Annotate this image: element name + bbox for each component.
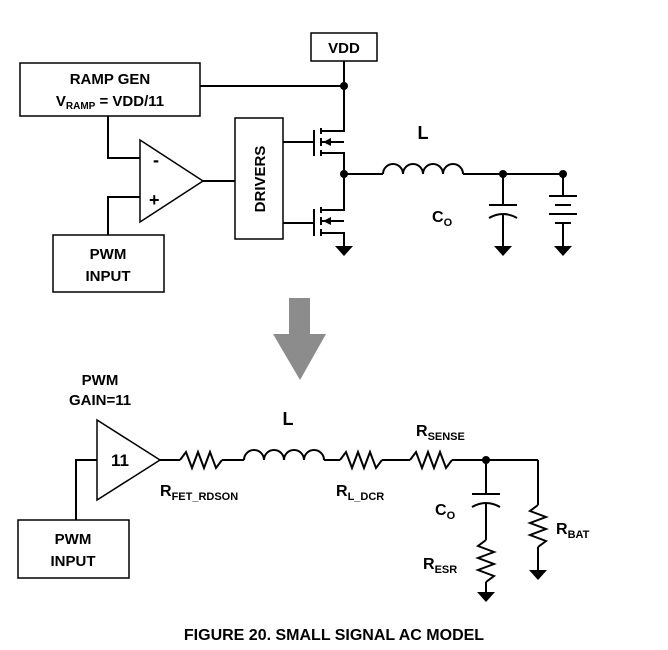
r-bat-label: RBAT [556, 521, 590, 541]
top-pwm-input-box [52, 234, 165, 293]
bat-ground-icon [529, 570, 547, 580]
comparator-minus: - [153, 150, 159, 170]
top-inductor [382, 163, 464, 175]
r-esr-label: RESR [423, 556, 457, 576]
r-l-dcr-resistor [339, 449, 383, 471]
r-bat-resistor [527, 504, 549, 548]
r-sense-label: RSENSE [416, 423, 465, 443]
top-pwm-input-line2: INPUT [86, 268, 131, 285]
high-side-mosfet [283, 128, 345, 172]
esr-ground-icon [477, 592, 495, 602]
low-side-ground-icon [335, 246, 353, 256]
battery-icon [549, 174, 577, 256]
bottom-cap-label: CO [435, 502, 456, 522]
top-cap-label: CO [432, 209, 453, 229]
vdd-label: VDD [328, 40, 360, 57]
top-cap-ground-icon [494, 246, 512, 256]
r-fet-rdson-label: RFET_RDSON [160, 483, 238, 503]
pwm-gain-title-line1: PWM [82, 372, 119, 389]
pwm-gain-title-line2: GAIN=11 [69, 392, 131, 409]
r-sense-resistor [409, 449, 453, 471]
top-pwm-input-line1: PWM [90, 246, 127, 263]
comparator [139, 138, 205, 224]
bottom-circuit: PWM GAIN=11 11 PWM INPUT RFET_RDSON L RL… [17, 372, 590, 602]
amplifier-value: 11 [111, 451, 129, 470]
low-side-mosfet [283, 174, 345, 246]
r-esr-resistor [475, 539, 497, 583]
r-l-dcr-label: RL_DCR [336, 483, 384, 503]
bottom-pwm-input-box [17, 519, 130, 579]
drivers-label: DRIVERS [252, 146, 269, 213]
bottom-pwm-input-line1: PWM [55, 531, 92, 548]
comparator-plus: + [149, 190, 160, 210]
bottom-pwm-input-line2: INPUT [51, 553, 96, 570]
ramp-gen-box [19, 62, 201, 117]
figure-caption: FIGURE 20. SMALL SIGNAL AC MODEL [184, 627, 484, 644]
r-fet-rdson-resistor [179, 449, 223, 471]
top-inductor-label: L [418, 123, 429, 143]
bottom-inductor-label: L [283, 409, 294, 429]
bottom-inductor [243, 449, 325, 461]
transform-down-arrow-icon [273, 298, 326, 380]
ramp-gen-title: RAMP GEN [70, 71, 151, 88]
top-circuit: VDD RAMP GEN VRAMP = VDD/11 - + PWM INPU… [19, 32, 577, 293]
ramp-gen-formula: VRAMP = VDD/11 [56, 93, 164, 112]
drivers-box [234, 117, 284, 240]
